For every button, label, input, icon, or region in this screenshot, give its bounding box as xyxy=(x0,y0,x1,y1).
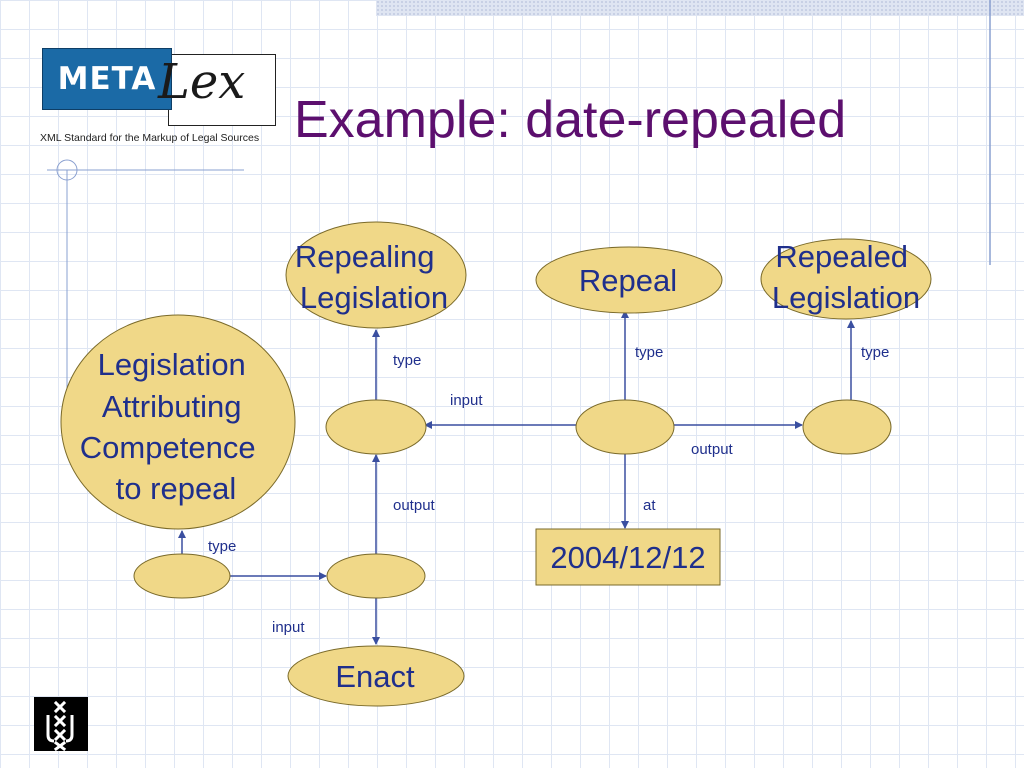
edges xyxy=(178,310,855,645)
header-band xyxy=(376,0,1024,16)
metalex-logo: META Lex XML Standard for the Markup of … xyxy=(40,46,280,150)
text-attributing-line-1: Legislation xyxy=(98,347,246,382)
slide-title: Example: date-repealed xyxy=(294,91,847,149)
text-date: 2004/12/12 xyxy=(550,540,705,575)
logo-meta-text: META xyxy=(57,61,157,97)
label-output-repeal: output xyxy=(691,441,734,458)
university-logo xyxy=(34,697,88,752)
node-labels: Repealing Legislation Repeal Repealed Le… xyxy=(80,239,920,694)
label-input-repeal: input xyxy=(450,392,483,409)
label-at: at xyxy=(643,497,656,514)
text-repealing-legislation-line-2: Legislation xyxy=(300,280,448,315)
node-enact xyxy=(287,645,465,707)
node-repeal xyxy=(535,246,723,314)
label-type-attributing: type xyxy=(208,538,236,555)
node-date-box xyxy=(535,528,721,586)
text-attributing-line-3: Competence xyxy=(80,430,256,465)
text-repealed-legislation: Repealed Legislation xyxy=(772,239,920,315)
text-enact: Enact xyxy=(335,659,415,694)
text-repealing-legislation-line-1: Repealing xyxy=(295,239,435,274)
label-type-repealed: type xyxy=(861,344,889,361)
slide-decoration xyxy=(47,0,991,400)
text-repealed-legislation-line-2: Legislation xyxy=(772,280,920,315)
label-input-enact: input xyxy=(272,619,305,636)
text-enact-line-1: Enact xyxy=(335,659,415,694)
node-repealed-legislation xyxy=(760,238,932,320)
text-repealed-legislation-line-1: Repealed xyxy=(775,239,908,274)
text-attributing-line-2: Attributing xyxy=(102,389,242,424)
text-repeal: Repeal xyxy=(579,263,677,298)
logo-subtitle: XML Standard for the Markup of Legal Sou… xyxy=(40,132,260,144)
text-repealing-legislation: Repealing Legislation xyxy=(295,239,448,315)
node-blank-repealing xyxy=(325,399,427,455)
node-repealing-legislation xyxy=(285,221,467,329)
edge-labels: type type type input output output at ty… xyxy=(208,344,889,636)
nodes xyxy=(60,221,932,707)
node-legislation-attributing xyxy=(60,314,296,530)
logo-lex-frame xyxy=(168,54,276,126)
node-blank-repeal xyxy=(575,399,675,455)
node-blank-small xyxy=(133,553,231,599)
text-attributing-line-4: to repeal xyxy=(116,471,237,506)
label-type-repealing: type xyxy=(393,352,421,369)
text-repeal-line-1: Repeal xyxy=(579,263,677,298)
node-blank-repealed xyxy=(802,399,892,455)
node-blank-enact xyxy=(326,553,426,599)
logo-meta-box: META xyxy=(42,48,172,110)
text-legislation-attributing: Legislation Attributing Competence to re… xyxy=(80,347,264,506)
label-output-enact: output xyxy=(393,497,436,514)
logo-lex-text: Lex xyxy=(158,54,246,110)
university-logo-mark xyxy=(46,700,74,752)
label-type-repeal: type xyxy=(635,344,663,361)
